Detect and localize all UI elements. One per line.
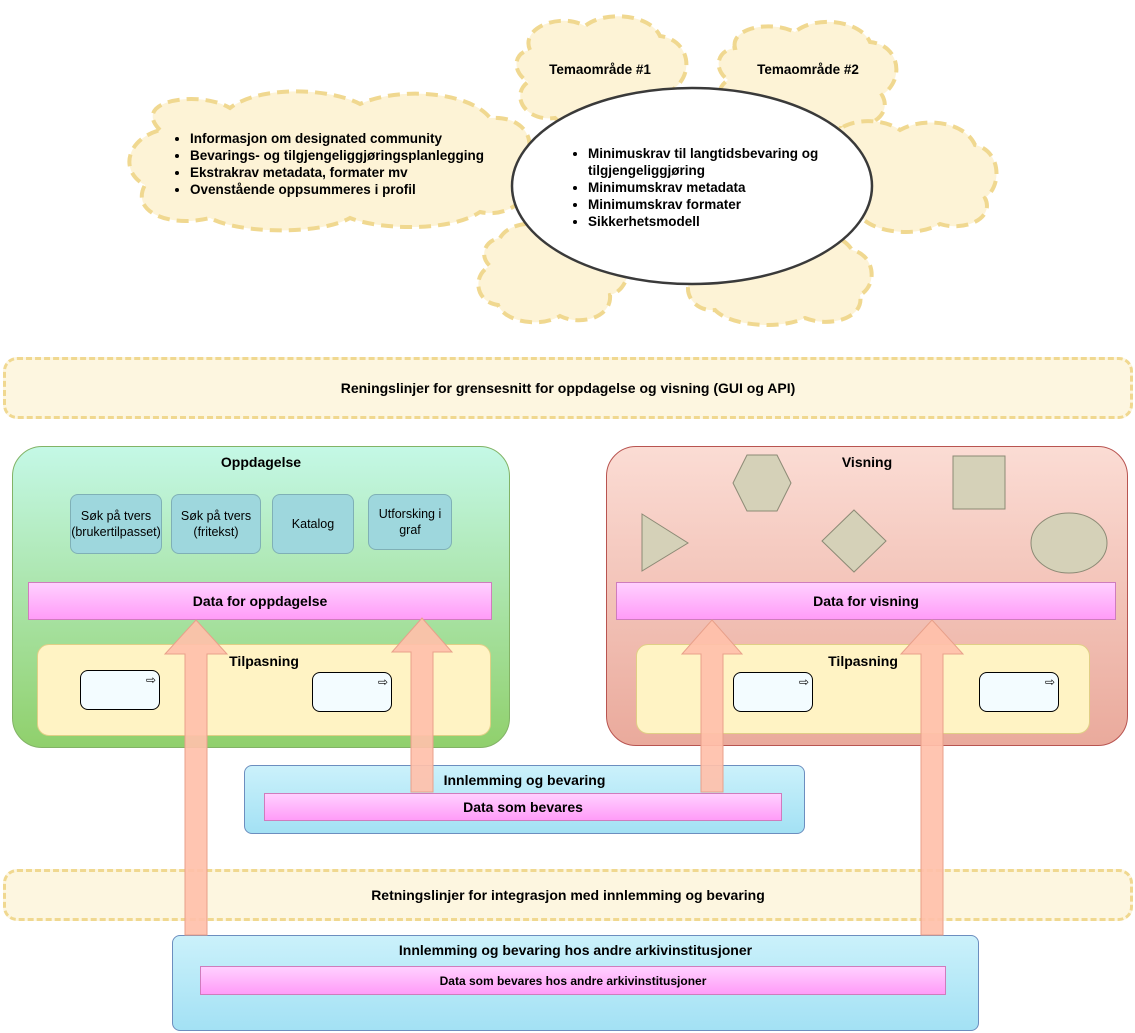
catalog-label: Katalog	[291, 517, 335, 531]
process-arrow-icon: ⇨	[145, 673, 156, 687]
search-freetext-box[interactable]: Søk på tvers (fritekst)	[171, 494, 261, 554]
left-cloud-item: Ovenstående oppsummeres i profil	[190, 181, 512, 198]
andre-title: Innlemming og bevaring hos andre arkivin…	[398, 942, 753, 958]
ellipse-item: Minimuskrav til langtidsbevaring og tilg…	[588, 145, 820, 179]
data-visning-label: Data for visning	[813, 593, 919, 609]
data-andre-bar: Data som bevares hos andre arkivinstitus…	[200, 966, 946, 995]
left-cloud-text: Informasjon om designated community Beva…	[172, 130, 512, 198]
process-box[interactable]: ⇨	[979, 672, 1059, 712]
visning-title: Visning	[841, 454, 893, 470]
tilpasning-oppdagelse-title: Tilpasning	[229, 653, 299, 669]
ellipse-text: Minimuskrav til langtidsbevaring og tilg…	[570, 145, 820, 230]
graph-explore-label: Utforsking i graf	[378, 507, 442, 537]
data-oppdagelse-label: Data for oppdagelse	[192, 593, 328, 609]
catalog-box[interactable]: Katalog	[272, 494, 354, 554]
search-freetext-label: Søk på tvers (fritekst)	[180, 509, 252, 539]
data-andre-label: Data som bevares hos andre arkivinstitus…	[439, 973, 707, 988]
tema1-label: Temaområde #1	[549, 62, 651, 77]
minimum-requirements-ellipse	[510, 86, 874, 286]
tilpasning-visning-title: Tilpasning	[828, 653, 898, 669]
ellipse-item: Minimumskrav metadata	[588, 179, 820, 196]
integration-guidelines-label: Retningslinjer for integrasjon med innle…	[371, 887, 765, 903]
left-cloud-item: Informasjon om designated community	[190, 130, 512, 147]
search-custom-label: Søk på tvers (brukertilpasset)	[71, 509, 161, 539]
innlemming-title: Innlemming og bevaring	[443, 772, 606, 788]
data-bevares-bar: Data som bevares	[264, 793, 782, 821]
tema2-label: Temaområde #2	[757, 62, 859, 77]
process-arrow-icon: ⇨	[798, 675, 809, 689]
clouds-layer	[127, 14, 999, 327]
graph-explore-box[interactable]: Utforsking i graf	[368, 494, 452, 550]
gui-guidelines-band: Reningslinjer for grensesnitt for oppdag…	[3, 357, 1133, 419]
data-oppdagelse-bar: Data for oppdagelse	[28, 582, 492, 620]
data-bevares-label: Data som bevares	[463, 799, 583, 815]
data-visning-bar: Data for visning	[616, 582, 1116, 620]
process-arrow-icon: ⇨	[1044, 675, 1055, 689]
process-box[interactable]: ⇨	[312, 672, 392, 712]
ellipse-item: Sikkerhetsmodell	[588, 213, 820, 230]
ellipse-item: Minimumskrav formater	[588, 196, 820, 213]
process-arrow-icon: ⇨	[377, 675, 388, 689]
process-box[interactable]: ⇨	[80, 670, 160, 710]
left-cloud-item: Bevarings- og tilgjengeliggjøringsplanle…	[190, 147, 512, 164]
search-custom-box[interactable]: Søk på tvers (brukertilpasset)	[70, 494, 162, 554]
oppdagelse-title: Oppdagelse	[220, 454, 302, 470]
gui-guidelines-label: Reningslinjer for grensesnitt for oppdag…	[340, 380, 796, 396]
left-cloud-item: Ekstrakrav metadata, formater mv	[190, 164, 512, 181]
process-box[interactable]: ⇨	[733, 672, 813, 712]
integration-guidelines-band: Retningslinjer for integrasjon med innle…	[3, 869, 1133, 921]
